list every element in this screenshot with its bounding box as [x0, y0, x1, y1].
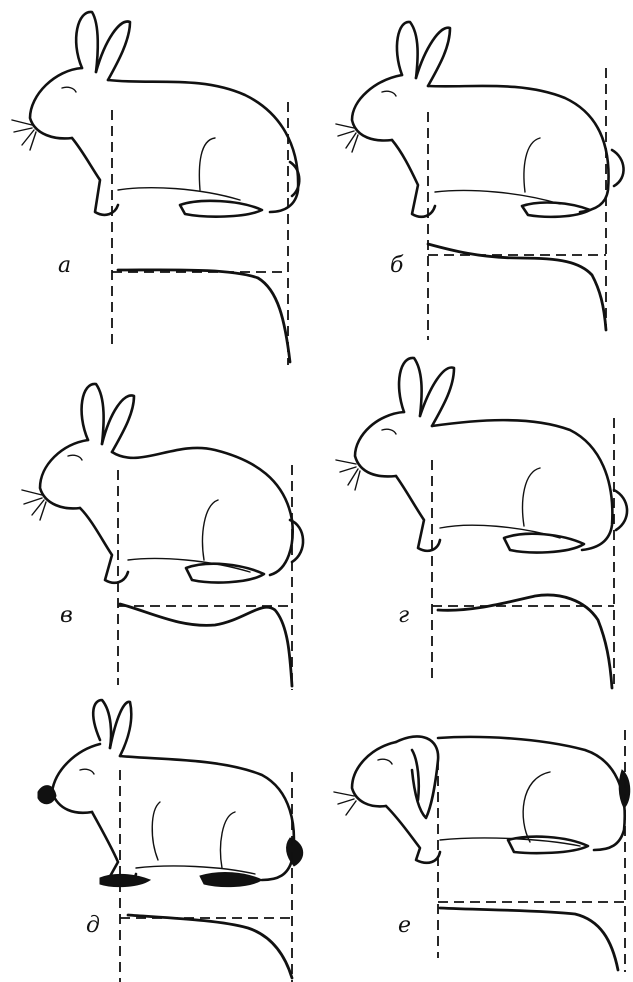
back-profile-curve — [128, 915, 292, 978]
rabbit-drawing — [336, 22, 624, 217]
panel-label: д — [86, 913, 100, 938]
panel-label: а — [58, 253, 71, 278]
panel-a: а — [12, 12, 299, 365]
panel-label: б — [390, 253, 404, 278]
panel-v: в — [22, 384, 303, 690]
panel-label: г — [398, 603, 409, 628]
back-profile-curve — [120, 604, 292, 686]
rabbit-drawing — [22, 384, 303, 583]
panel-label: е — [398, 913, 411, 938]
panel-g: г — [336, 358, 627, 690]
back-profile-curve — [118, 270, 290, 362]
rabbit-drawing — [12, 12, 299, 217]
back-profile-curve — [428, 244, 606, 330]
panel-b: б — [336, 22, 624, 340]
rabbit-drawing — [334, 736, 630, 862]
panel-e: е — [334, 730, 630, 972]
panel-d: д — [38, 700, 303, 982]
rabbit-drawing — [336, 358, 627, 553]
back-profile-curve — [440, 908, 618, 970]
rabbit-drawing — [38, 700, 303, 887]
panel-label: в — [60, 603, 73, 628]
back-profile-curve — [438, 595, 612, 688]
